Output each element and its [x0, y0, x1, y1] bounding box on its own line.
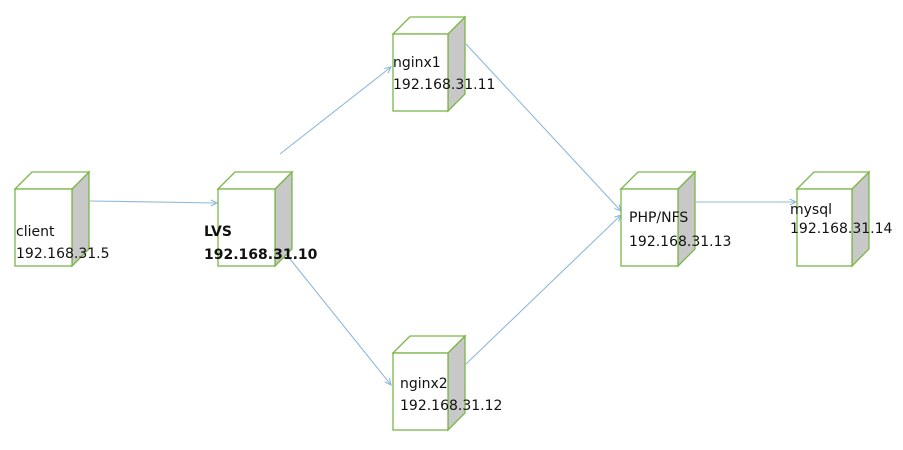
connector-line [89, 200, 218, 204]
server-name-label: nginx1 [393, 55, 441, 71]
connector-nginx2-php [465, 214, 622, 365]
server-name-label: mysql [790, 202, 832, 218]
arrowhead [210, 199, 219, 207]
server-name-label: LVS [204, 224, 232, 240]
arrowhead [384, 66, 392, 74]
server-front-face [796, 188, 853, 267]
connector-lvs-nginx2 [285, 253, 392, 386]
arrowhead [789, 198, 798, 206]
server-node-nginx1: nginx1 192.168.31.11 [391, 15, 495, 113]
server-name-label: PHP/NFS [629, 210, 688, 226]
connector-line [279, 66, 392, 155]
server-front-face [392, 352, 449, 431]
server-node-client: client 192.168.31.5 [13, 170, 110, 268]
server-ip-label: 192.168.31.5 [16, 246, 110, 262]
server-ip-label: 192.168.31.13 [629, 234, 731, 250]
server-ip-label: 192.168.31.10 [204, 247, 318, 263]
connector-line [465, 43, 622, 212]
server-ip-label: 192.168.31.12 [400, 398, 502, 414]
server-front-face [620, 188, 679, 267]
arrowhead [384, 378, 392, 386]
server-node-nginx2: nginx2 192.168.31.12 [391, 334, 502, 432]
server-ip-label: 192.168.31.11 [393, 77, 495, 93]
connector-php-mysql [696, 198, 798, 206]
connector-line [285, 253, 392, 386]
server-node-php: PHP/NFS 192.168.31.13 [619, 170, 731, 268]
server-name-label: client [16, 224, 55, 240]
server-front-face [14, 188, 73, 267]
connector-nginx1-php [465, 43, 622, 212]
server-front-face [217, 188, 276, 267]
server-ip-label: 192.168.31.14 [790, 221, 893, 237]
server-node-mysql: mysql 192.168.31.14 [790, 170, 893, 268]
server-name-label: nginx2 [400, 376, 448, 392]
connector-line [465, 214, 622, 365]
server-node-lvs: LVS 192.168.31.10 [204, 170, 318, 268]
connector-lvs-nginx1 [279, 66, 392, 155]
server-front-face [392, 33, 449, 112]
connector-client-lvs [89, 199, 219, 207]
